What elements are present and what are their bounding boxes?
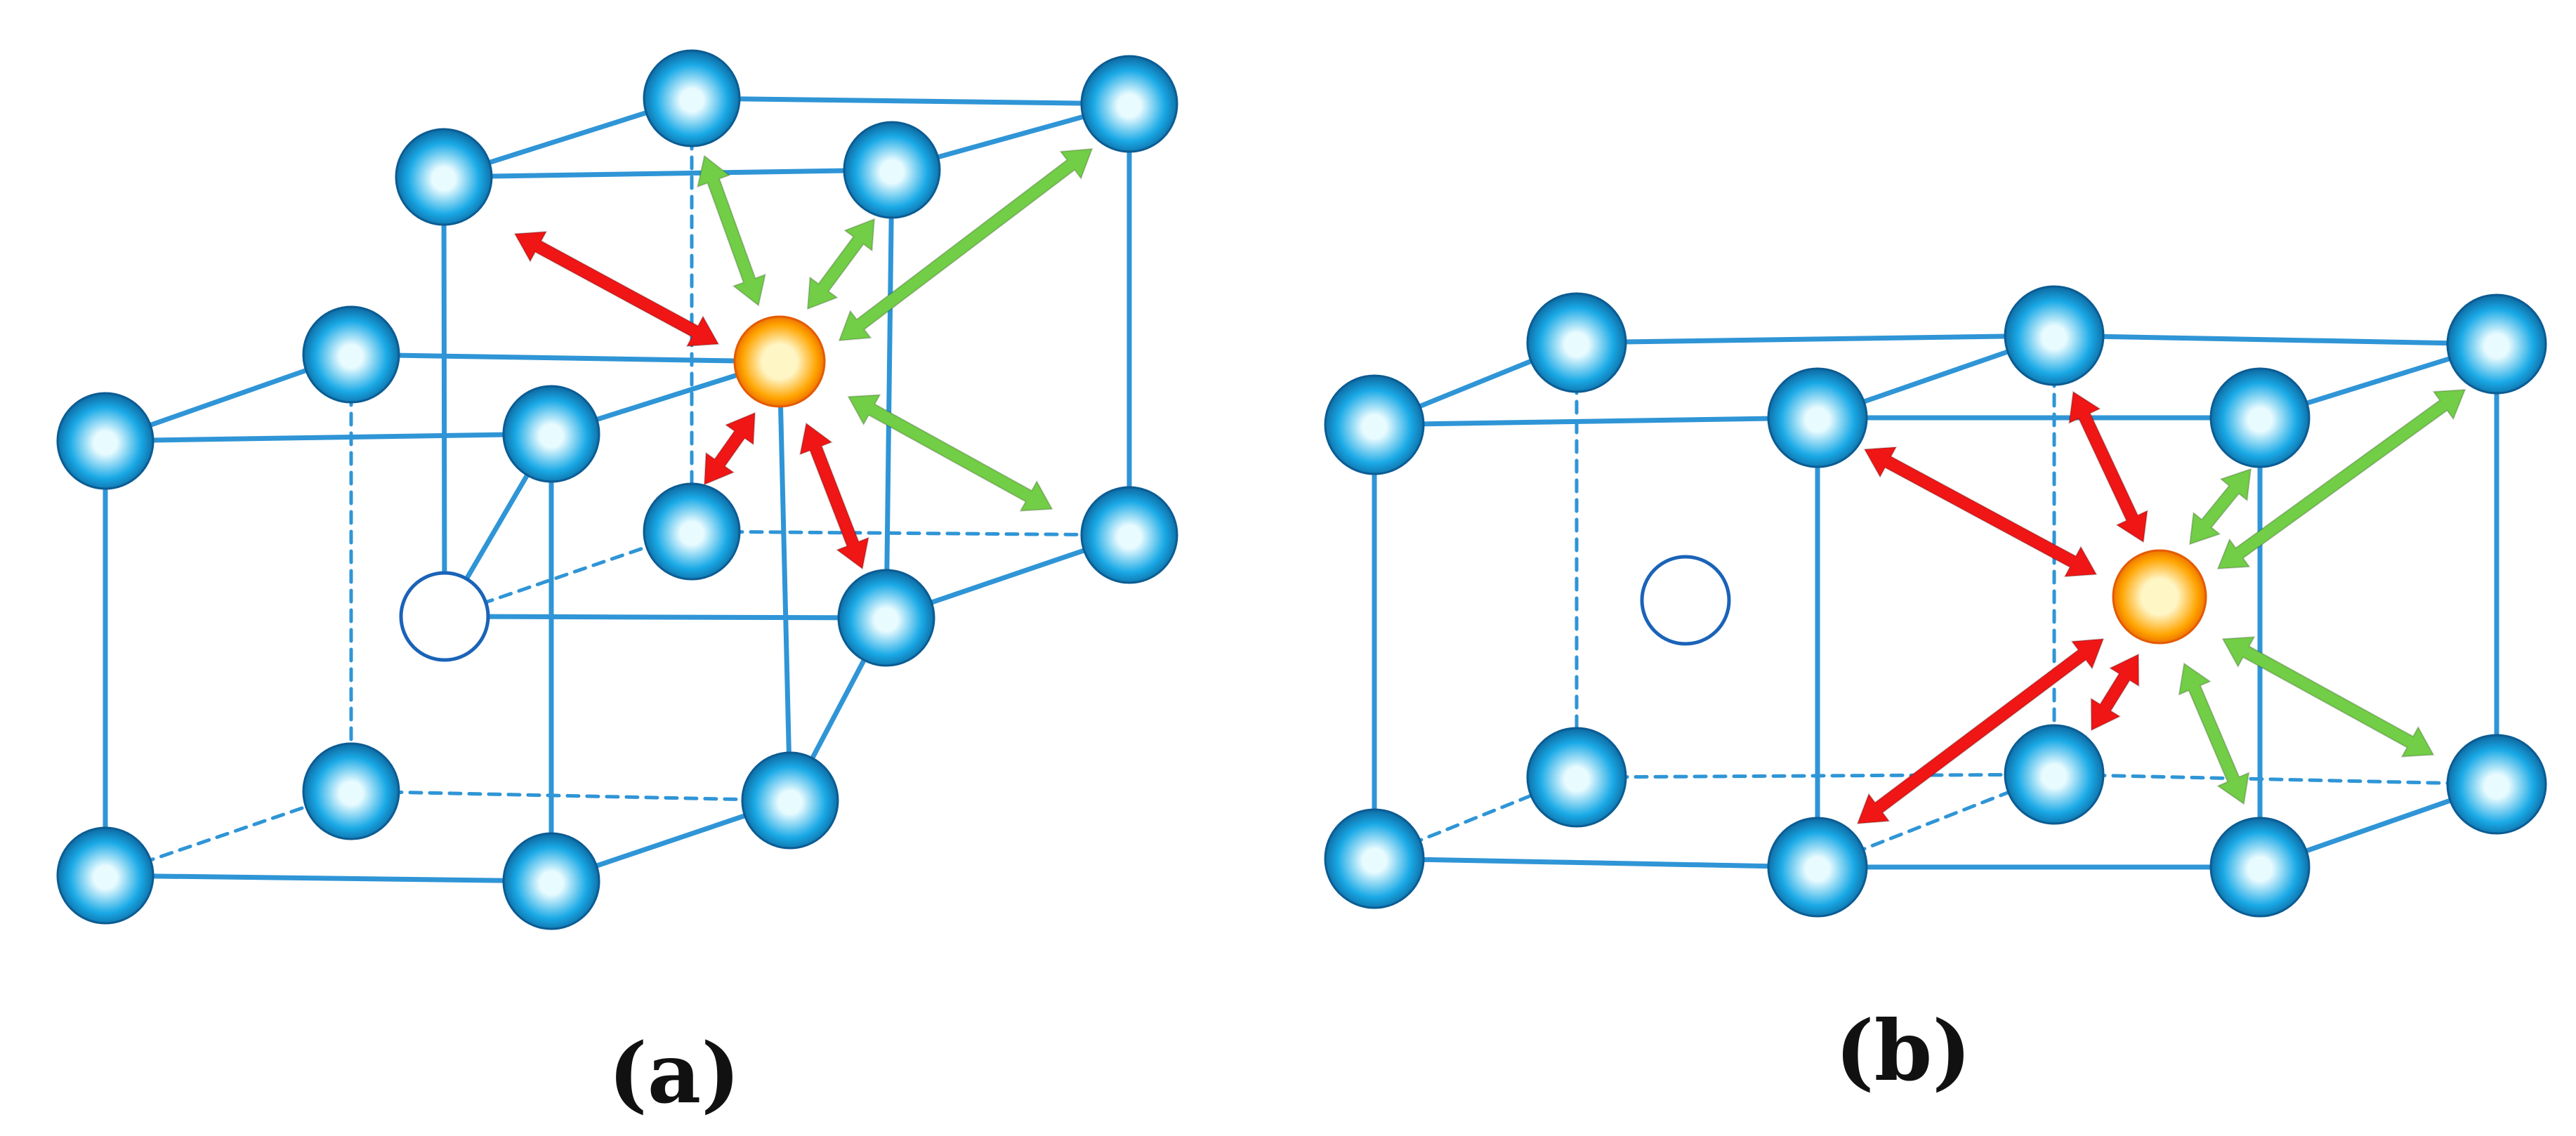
next-nearest-neighbor-arrow — [2188, 468, 2252, 546]
lattice-edge — [1372, 415, 1820, 428]
host-atom — [1767, 367, 1868, 468]
next-nearest-neighbor-arrow — [847, 394, 1053, 512]
next-nearest-neighbor-arrow — [806, 218, 876, 310]
lattice-edge — [1372, 856, 1820, 870]
host-atom — [1526, 727, 1627, 828]
nearest-neighbor-arrow — [799, 422, 870, 570]
host-atom — [1324, 808, 1425, 909]
host-atom — [2446, 734, 2547, 835]
lattice-edge — [442, 614, 889, 621]
host-atom — [2209, 367, 2311, 468]
host-atom — [2004, 724, 2105, 825]
host-atom — [1080, 55, 1178, 153]
lattice-edge — [441, 174, 447, 619]
host-atom — [395, 128, 493, 226]
host-atom — [1324, 374, 1425, 475]
vacancy-site — [1640, 555, 1731, 646]
next-nearest-neighbor-arrow — [2221, 636, 2435, 758]
lattice-edge — [103, 873, 554, 884]
lattice-edge — [1574, 333, 2057, 345]
lattice-edge — [348, 352, 782, 364]
host-atom — [1080, 486, 1178, 584]
nearest-neighbor-arrow — [2090, 653, 2140, 732]
host-atom — [643, 49, 741, 147]
lattice-edge — [777, 359, 793, 803]
lattice-edge — [2051, 333, 2499, 347]
panel-b-lattice — [1324, 285, 2547, 918]
host-atom — [2209, 817, 2311, 918]
nearest-neighbor-arrow — [2068, 390, 2148, 543]
vacancy-site — [399, 571, 490, 662]
host-atom — [502, 385, 600, 483]
host-atom — [741, 751, 839, 850]
hidden-lattice-edge — [690, 529, 1131, 537]
host-atom — [837, 569, 935, 667]
host-atom — [643, 482, 741, 581]
solute-atom — [2112, 549, 2207, 645]
host-atom — [302, 742, 400, 840]
host-atom — [56, 392, 155, 490]
host-atom — [502, 832, 600, 930]
nearest-neighbor-arrow — [1856, 638, 2105, 825]
lattice-edge — [689, 95, 1132, 107]
hidden-lattice-edge — [1575, 772, 2056, 779]
host-atom — [843, 121, 941, 219]
host-atom — [1526, 292, 1627, 393]
nearest-neighbor-arrow — [703, 411, 756, 486]
host-atom — [56, 826, 155, 925]
host-atom — [2004, 285, 2105, 386]
nearest-neighbor-arrow — [1863, 446, 2098, 578]
nearest-neighbor-arrow — [513, 230, 720, 348]
host-atom — [2446, 293, 2547, 395]
hidden-lattice-edge — [349, 789, 792, 803]
panel-a-lattice — [56, 49, 1178, 930]
host-atom — [1767, 817, 1868, 918]
lattice-edge — [103, 431, 554, 444]
next-nearest-neighbor-arrow — [696, 154, 767, 307]
next-nearest-neighbor-arrow — [2178, 662, 2250, 805]
hidden-lattice-edge — [2052, 772, 2499, 786]
panel-a-label: (a) — [608, 1024, 740, 1122]
next-nearest-neighbor-arrow — [838, 147, 1093, 342]
solute-atom — [733, 315, 826, 408]
next-nearest-neighbor-arrow — [2216, 388, 2466, 570]
host-atom — [302, 305, 400, 404]
panel-b-label: (b) — [1835, 1002, 1971, 1099]
lattice-edge — [441, 167, 895, 180]
lattice-edge — [883, 167, 895, 621]
